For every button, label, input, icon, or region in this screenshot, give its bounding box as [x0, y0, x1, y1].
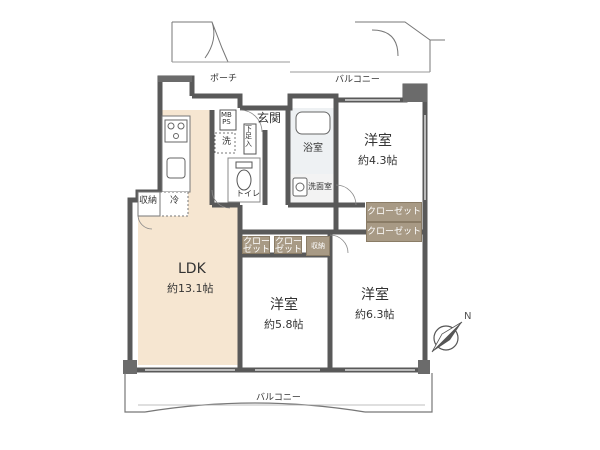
bath-label: 浴室: [303, 143, 323, 154]
wash-basin: [292, 177, 308, 197]
washer-space: [214, 132, 236, 154]
small-closet-1-line-1: クロー: [243, 237, 271, 247]
storage-left-label: 収納: [139, 196, 158, 206]
storage-left-box: [137, 191, 161, 217]
bedroom-e-area: 約6.3帖: [355, 308, 395, 321]
toilet-label: トイレ: [236, 189, 260, 198]
small-closet-1: クロー ゼット: [242, 236, 271, 255]
bedroom-e-name: 洋室: [361, 287, 389, 303]
bottom-balcony-outline: [124, 373, 433, 413]
mbps-label: MB PS: [221, 111, 232, 127]
small-closet-2-line-2: ゼット: [275, 245, 303, 255]
bedroom-ne-area: 約4.3帖: [358, 154, 398, 167]
shoe-storage-char-1: 下: [245, 125, 252, 133]
washroom-label: 洗面室: [308, 182, 332, 191]
shoe-storage-char-2: 足: [245, 132, 252, 141]
fridge-space: [159, 191, 189, 217]
shoe-storage-char-3: 入: [245, 139, 252, 148]
small-closet-2-line-1: クロー: [275, 237, 303, 247]
windows: [145, 99, 426, 371]
kitchen-sink: [166, 157, 186, 179]
burner-2: [177, 122, 185, 130]
mbps-box: [219, 109, 237, 131]
compass: [431, 321, 463, 353]
toilet-bowl: [236, 169, 252, 191]
porch-label: ポーチ: [210, 74, 238, 84]
toilet-tank: [235, 161, 253, 169]
basin-drain: [295, 182, 305, 192]
bathtub: [295, 111, 331, 135]
burner-1: [167, 122, 175, 130]
entrance-label: 玄関: [257, 111, 282, 125]
bedroom-c-area: 約5.8帖: [264, 318, 304, 331]
bedroom-c-name: 洋室: [270, 297, 298, 313]
structural-columns: [123, 76, 430, 374]
top-balcony-label: バルコニー: [335, 75, 380, 85]
bedroom-ne-name: 洋室: [364, 133, 392, 149]
closet-1: クローゼット: [366, 202, 422, 222]
door-arcs: [137, 109, 357, 254]
small-closet-1-line-2: ゼット: [243, 245, 271, 255]
fridge-label: 冷: [170, 196, 180, 206]
ldk-name: LDK: [178, 261, 206, 277]
stove: [164, 119, 188, 143]
storage-mid: 収納: [306, 236, 330, 256]
shoe-storage-box: [243, 123, 257, 155]
porch-outline: [171, 21, 229, 63]
small-closet-2: クロー ゼット: [274, 236, 303, 255]
mbps-label-mb: MB: [221, 111, 232, 119]
mbps-label-ps: PS: [222, 118, 231, 127]
shoe-storage-label: 下 足 入: [245, 125, 252, 148]
top-balcony-outline: [355, 21, 445, 72]
burner-3: [173, 133, 179, 139]
compass-north-label: N: [464, 311, 472, 322]
washer-label: 洗: [222, 137, 232, 147]
closet-2: クローゼット: [366, 222, 422, 242]
ldk-area: 約13.1帖: [167, 282, 214, 295]
bottom-balcony-label: バルコニー: [256, 393, 301, 403]
